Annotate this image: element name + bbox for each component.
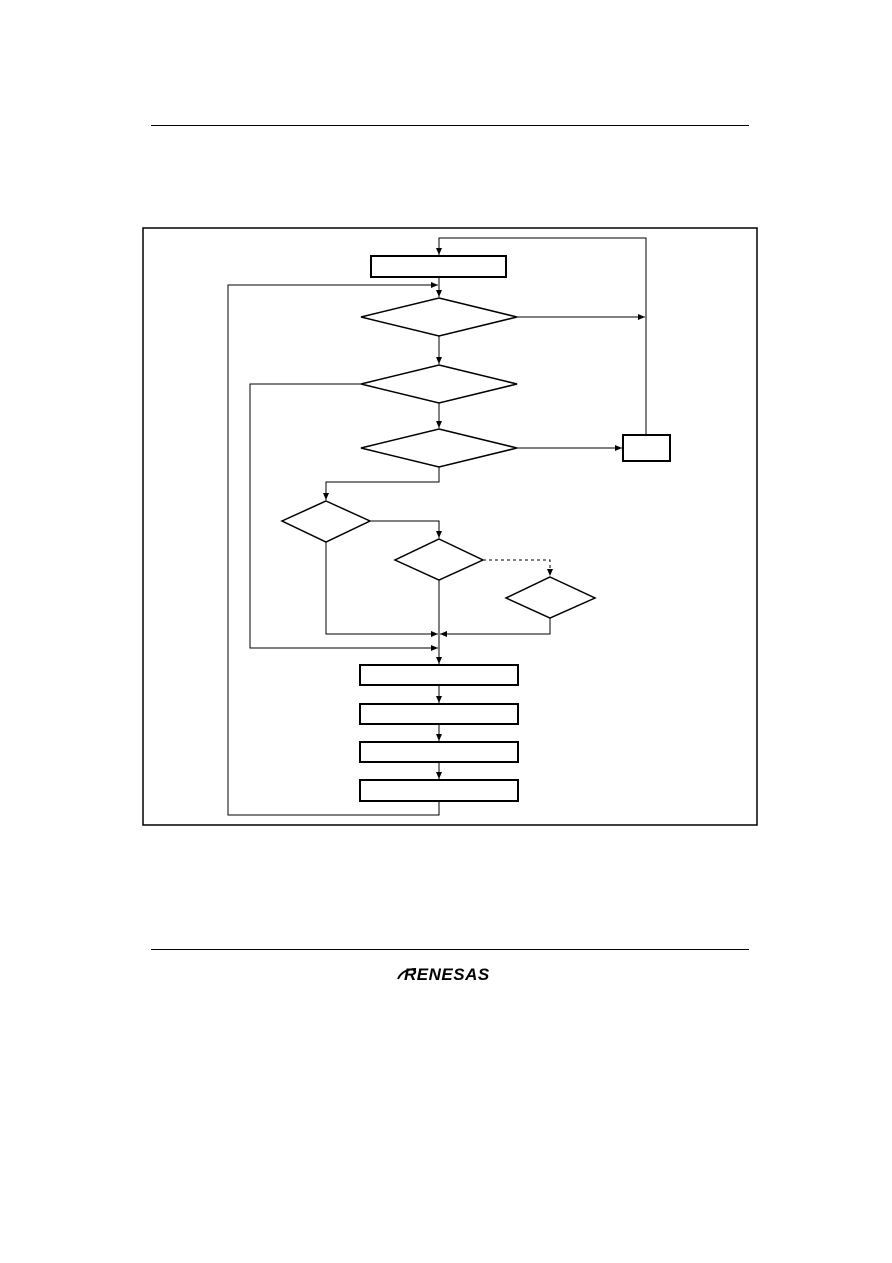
process-box-side xyxy=(622,434,671,462)
logo-text: RENESAS xyxy=(404,965,490,984)
decision-4 xyxy=(280,500,372,543)
connector-d4-down xyxy=(325,542,438,637)
connector-d5-to-d6-dashed xyxy=(483,559,553,576)
connector-p4-loop xyxy=(227,282,440,816)
decision-3 xyxy=(360,428,518,468)
header-rule xyxy=(151,125,749,126)
logo-swoosh xyxy=(397,968,417,980)
connector-side-to-start xyxy=(436,237,647,435)
process-box-2 xyxy=(359,703,519,725)
connector-d2-bypass xyxy=(249,383,438,651)
decision-2 xyxy=(360,364,518,404)
decision-6 xyxy=(504,576,597,619)
connector-d6-down xyxy=(440,618,551,637)
process-box-4 xyxy=(359,779,519,802)
decision-1 xyxy=(360,297,518,337)
process-box-start xyxy=(370,255,507,278)
figure-frame xyxy=(142,227,758,826)
connector-d3-to-d4 xyxy=(323,467,440,500)
renesas-logo: RENESAS xyxy=(397,965,490,984)
footer-rule xyxy=(151,949,749,950)
connector-d4-to-d5 xyxy=(370,520,442,538)
decision-5 xyxy=(393,538,485,581)
process-box-3 xyxy=(359,741,519,763)
process-box-1 xyxy=(359,664,519,686)
